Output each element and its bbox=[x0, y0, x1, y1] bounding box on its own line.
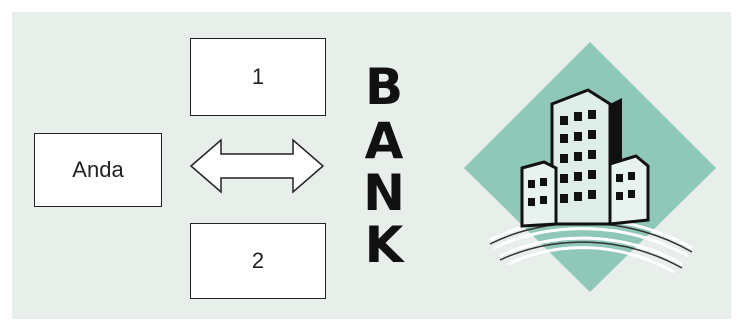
bank-building-logo-icon bbox=[460, 34, 722, 294]
bank-letter-a: A bbox=[358, 116, 410, 166]
bank-letter-k: K bbox=[358, 220, 410, 270]
anda-label: Anda bbox=[72, 157, 123, 183]
option-1-label: 1 bbox=[252, 64, 264, 90]
anda-box: Anda bbox=[34, 133, 162, 207]
option-2-box: 2 bbox=[190, 223, 326, 299]
diagram-canvas: Anda 1 2 B A N K bbox=[12, 12, 731, 319]
bank-letter-n: N bbox=[358, 168, 410, 218]
double-arrow-icon bbox=[189, 136, 325, 196]
option-1-box: 1 bbox=[190, 38, 326, 116]
option-2-label: 2 bbox=[252, 248, 264, 274]
bank-letter-b: B bbox=[358, 62, 410, 112]
